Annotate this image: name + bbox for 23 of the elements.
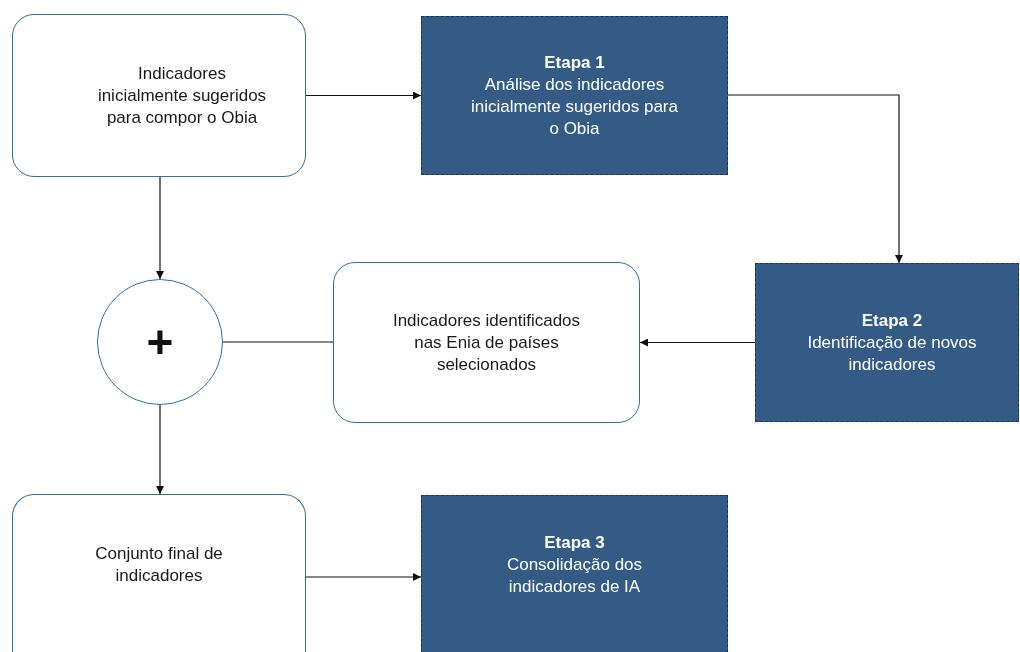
box-text: Identificação de novos indicadores: [806, 331, 978, 376]
box-text: Indicadores inicialmente sugeridos para compor o Obia: [97, 62, 267, 129]
arrow: [305, 573, 422, 581]
arrow: [156, 404, 164, 495]
step-title: Etapa 1: [544, 51, 605, 74]
arrow: [156, 176, 164, 280]
process-box: [12, 14, 306, 177]
arrow: [727, 94, 903, 264]
plus-sign: +: [146, 331, 174, 353]
box-text: Conjunto final de indicadores: [94, 542, 224, 587]
step-title: Etapa 3: [544, 532, 605, 554]
box-text: Análise dos indicadores inicialmente sugeridos para o Obia: [470, 73, 679, 140]
arrow: [639, 338, 756, 347]
step-box: [421, 16, 728, 175]
arrow: [305, 91, 422, 100]
box-text: Consolidação dos indicadores de IA: [505, 554, 644, 598]
connector-line: [222, 341, 334, 343]
process-box: [12, 494, 306, 652]
process-box: [333, 262, 640, 423]
box-text: Indicadores identificados nas Enia de países selecionados: [391, 309, 582, 376]
step-title: Etapa 2: [861, 309, 923, 332]
step-box: [421, 495, 728, 652]
step-box: [755, 263, 1019, 422]
